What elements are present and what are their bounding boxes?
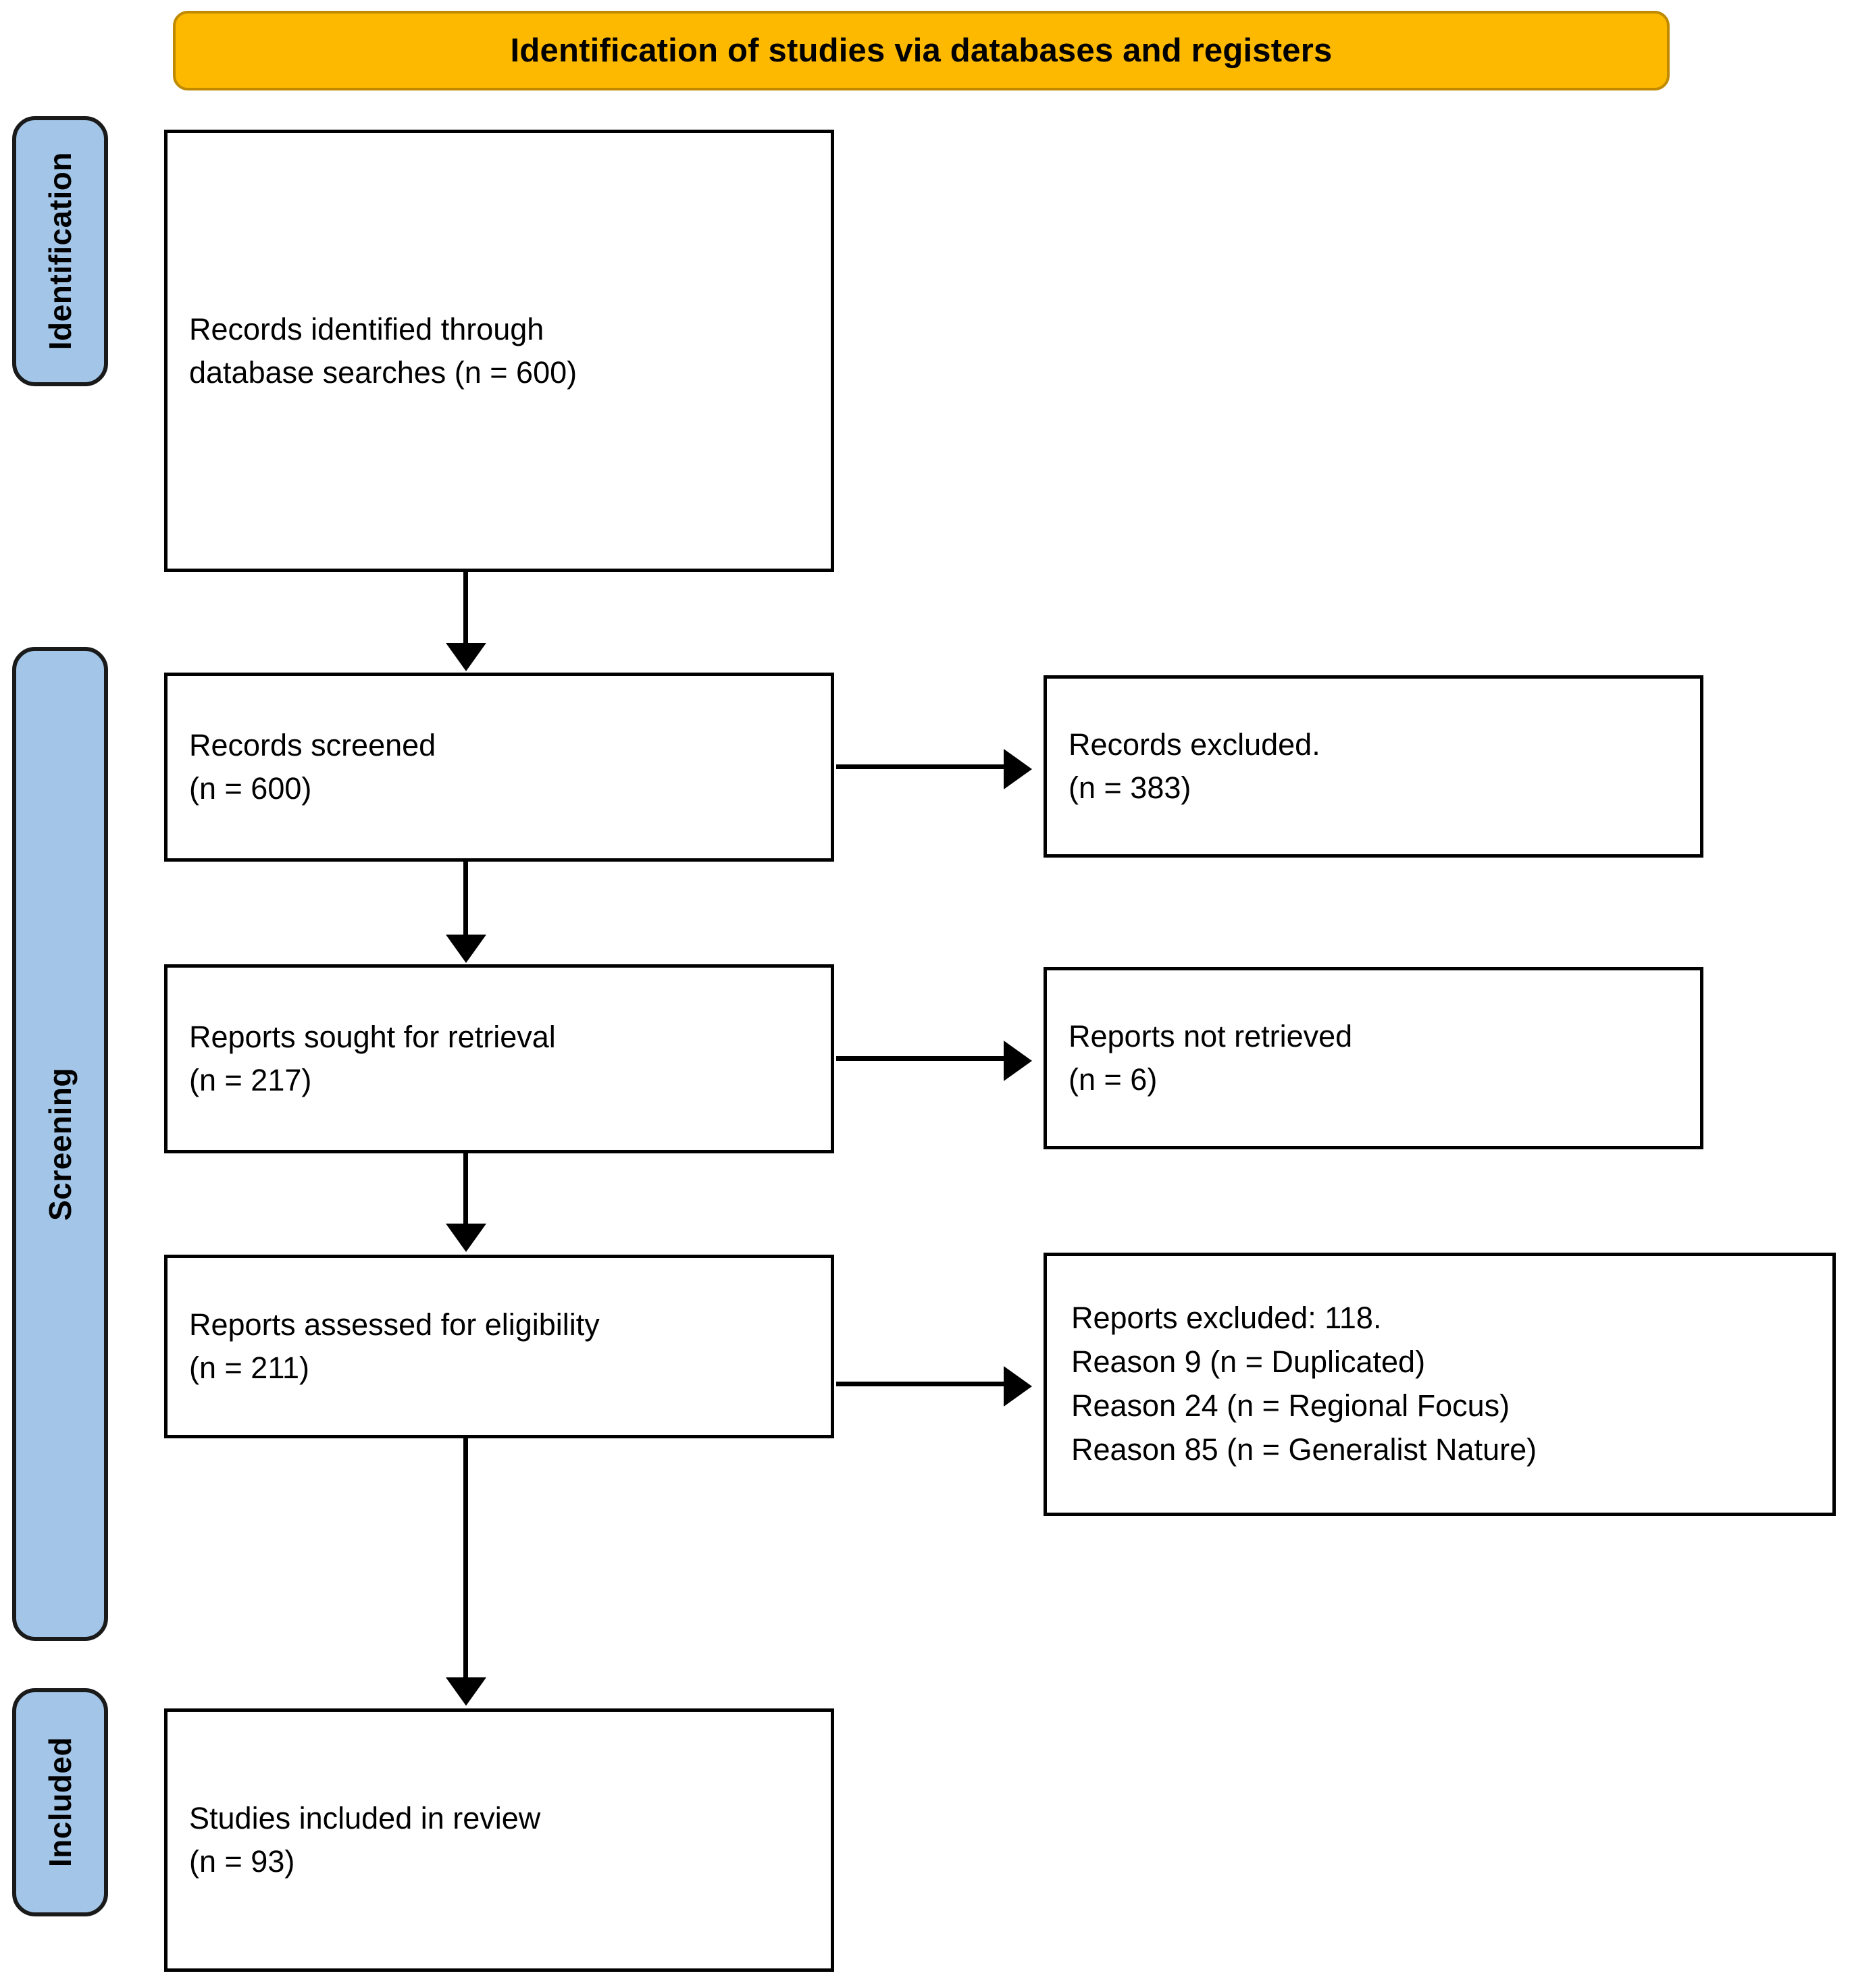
stage-label-screening: Screening [12,647,108,1641]
arrowhead-down-icon [446,935,486,963]
box-records-excluded: Records excluded. (n = 383) [1044,675,1703,858]
stage-label-text: Included [43,1737,78,1868]
connector-assessed-to-included [463,1438,468,1680]
arrowhead-down-icon [446,1224,486,1252]
box-records-screened-text: Records screened (n = 600) [189,728,436,806]
stage-label-text: Screening [43,1067,78,1221]
arrowhead-right-icon [1004,1366,1032,1407]
box-reports-not-retrieved: Reports not retrieved (n = 6) [1044,967,1703,1149]
connector-assessed-to-excluded-reports [836,1382,1005,1386]
box-reports-excluded: Reports excluded: 118. Reason 9 (n = Dup… [1044,1253,1836,1516]
box-records-identified-text: Records identified through database sear… [189,311,577,390]
stage-label-included: Included [12,1688,108,1916]
box-reports-not-retrieved-text: Reports not retrieved (n = 6) [1069,1019,1353,1097]
box-studies-included-text: Studies included in review (n = 93) [189,1801,541,1879]
arrowhead-right-icon [1004,749,1032,789]
box-records-identified: Records identified through database sear… [164,130,834,572]
box-reports-sought-text: Reports sought for retrieval (n = 217) [189,1020,556,1097]
connector-identified-to-screened [463,572,468,646]
connector-screened-to-sought [463,862,468,936]
box-studies-included: Studies included in review (n = 93) [164,1708,834,1972]
box-reports-assessed: Reports assessed for eligibility (n = 21… [164,1255,834,1438]
box-reports-sought: Reports sought for retrieval (n = 217) [164,964,834,1153]
connector-sought-to-not-retrieved [836,1056,1005,1061]
box-records-excluded-text: Records excluded. (n = 383) [1069,727,1320,805]
box-reports-excluded-text: Reports excluded: 118. Reason 9 (n = Dup… [1071,1301,1537,1467]
stage-label-identification: Identification [12,116,108,386]
connector-screened-to-excluded [836,764,1005,769]
arrowhead-down-icon [446,1677,486,1706]
banner-title: Identification of studies via databases … [510,32,1333,69]
box-reports-assessed-text: Reports assessed for eligibility (n = 21… [189,1307,600,1385]
box-records-screened: Records screened (n = 600) [164,673,834,862]
stage-label-text: Identification [43,152,78,350]
diagram-banner: Identification of studies via databases … [173,11,1670,90]
connector-sought-to-assessed [463,1153,468,1226]
arrowhead-down-icon [446,643,486,671]
arrowhead-right-icon [1004,1041,1032,1081]
